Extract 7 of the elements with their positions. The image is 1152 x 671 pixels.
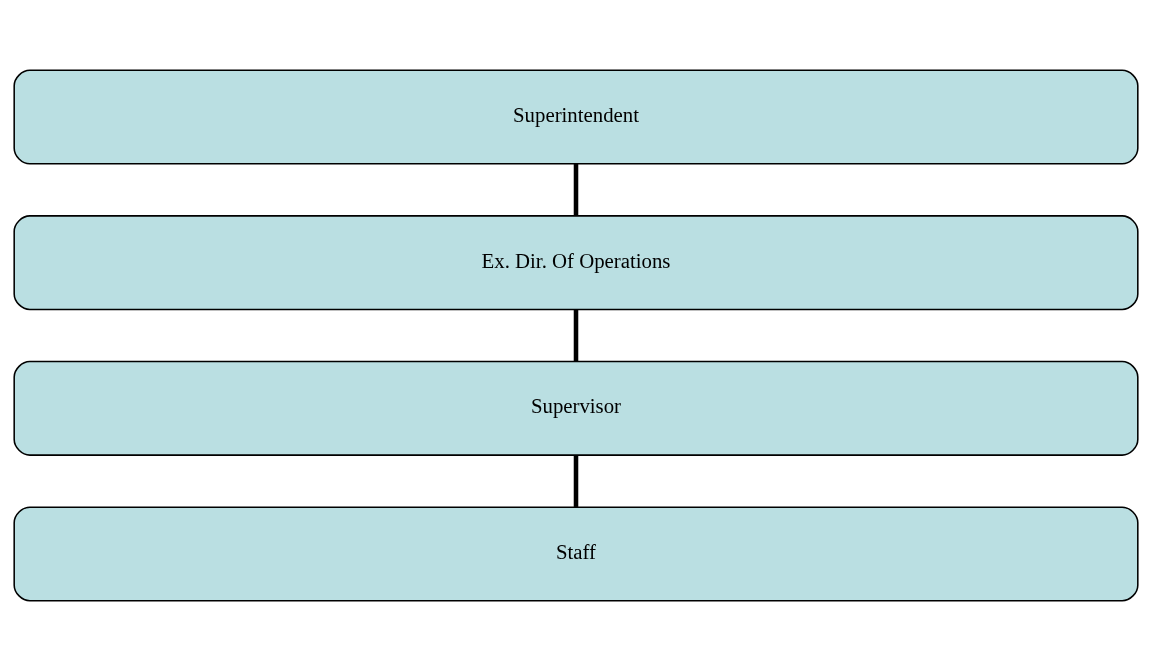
node-box: Ex. Dir. Of Operations xyxy=(13,215,1139,311)
connector xyxy=(573,164,579,216)
node-box: Superintendent xyxy=(13,69,1139,165)
connector xyxy=(573,455,579,507)
connector xyxy=(573,309,579,362)
node-box: Supervisor xyxy=(13,360,1139,456)
node-box: Staff xyxy=(13,506,1139,602)
